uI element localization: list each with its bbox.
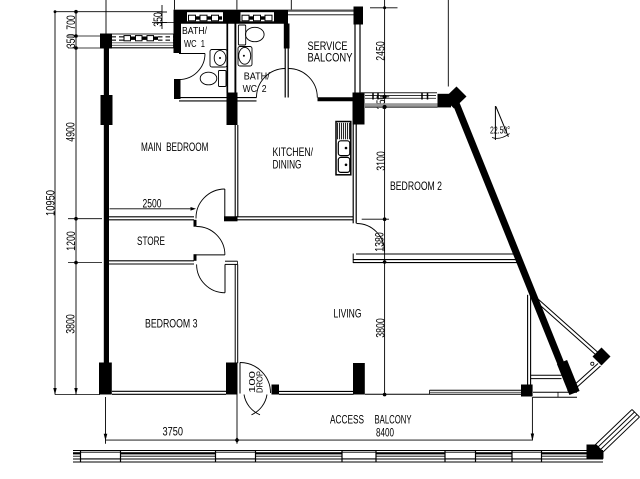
svg-text:STORE: STORE [137,234,165,248]
svg-text:3750: 3750 [163,425,184,439]
svg-text:WC 2: WC 2 [243,84,267,95]
svg-text:BEDROOM 3: BEDROOM 3 [145,317,198,331]
svg-text:8400: 8400 [376,425,394,439]
svg-text:350: 350 [64,34,78,49]
svg-text:BALCONY: BALCONY [308,50,353,64]
svg-text:3100: 3100 [374,151,388,171]
svg-text:WC 1: WC 1 [184,39,205,50]
svg-text:22.50°: 22.50° [490,126,510,137]
svg-text:MAIN BEDROOM: MAIN BEDROOM [141,140,209,154]
svg-text:KITCHEN/: KITCHEN/ [273,145,314,159]
svg-text:BATH/: BATH/ [244,72,270,83]
svg-text:350: 350 [151,12,165,27]
svg-text:1200: 1200 [64,231,78,251]
svg-text:3800: 3800 [373,318,387,338]
svg-text:3800: 3800 [63,314,77,334]
svg-text:SERVICE: SERVICE [308,39,348,53]
svg-text:100: 100 [247,371,257,393]
svg-text:2450: 2450 [373,41,387,61]
svg-text:1380: 1380 [372,232,386,252]
svg-text:700: 700 [64,15,78,30]
svg-text:BATH/: BATH/ [182,26,207,37]
svg-text:LIVING: LIVING [334,306,362,320]
svg-text:BEDROOM 2: BEDROOM 2 [390,179,442,193]
svg-text:BALCONY: BALCONY [375,412,412,426]
svg-text:ACCESS: ACCESS [330,412,364,426]
svg-text:4900: 4900 [63,122,77,142]
svg-text:DINING: DINING [273,158,302,172]
svg-text:DROP: DROP [255,371,265,393]
svg-text:2500: 2500 [143,196,162,210]
svg-text:10950: 10950 [43,190,57,216]
